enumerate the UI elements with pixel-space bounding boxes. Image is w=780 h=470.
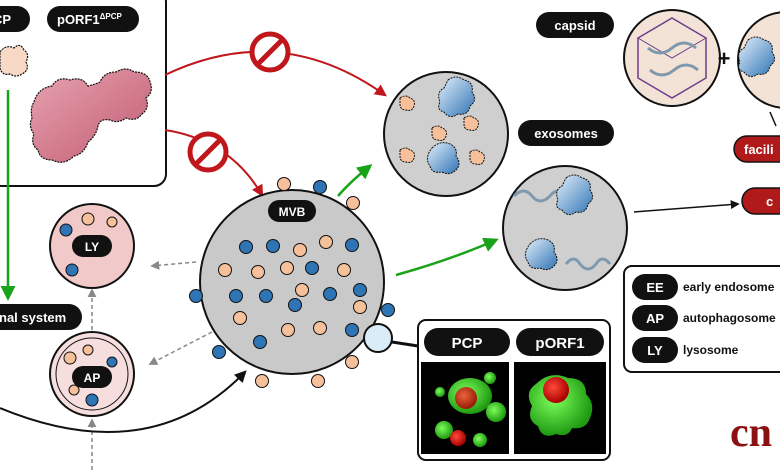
svg-text:pORF1ΔPCP: pORF1ΔPCP (57, 12, 122, 27)
exosomes-label: exosomes (534, 126, 598, 141)
legend-text-ap: autophagosome (683, 311, 776, 325)
bottom-to-mvb-arrow (0, 370, 247, 433)
ly-label: LY (85, 240, 99, 254)
capsid-icosahedron (623, 9, 721, 107)
exosomes-pill: exosomes (518, 120, 614, 146)
protein-panel: CP pORF1ΔPCP (0, 0, 167, 187)
legend-text-ly: lysosome (683, 343, 739, 357)
legend-text-ee: early endosome (683, 280, 775, 294)
micro-porf1-label: pORF1 (535, 335, 584, 352)
lysosome-organelle: LY (49, 203, 135, 289)
legend-abbr-ap: AP (646, 311, 664, 326)
blocked-icon-top (249, 31, 291, 73)
lysosomal-system-label: nal system (0, 310, 66, 325)
microscopy-inset: PCP pORF1 (417, 319, 611, 461)
capsid-label: capsid (554, 18, 595, 33)
blocked-icon-middle (187, 131, 229, 173)
micro-pcp-image (421, 362, 509, 454)
exosome-to-right-arrow (633, 200, 740, 213)
exosome-bottom (502, 165, 628, 291)
mvb-to-bottom-exosome-arrow (395, 237, 499, 277)
mvb-surface-vesicles (189, 177, 395, 388)
porf1-dpcp-protein-blob (29, 68, 152, 163)
legend-abbr-ly: LY (647, 343, 663, 358)
zoom-marker (363, 323, 393, 353)
micro-pcp-label: PCP (452, 335, 483, 352)
capsid-with-protein (737, 11, 780, 109)
ap-label: AP (84, 371, 101, 385)
journal-logo: cn (730, 410, 772, 456)
legend-item-ap: AP autophagosome (632, 305, 776, 331)
micro-pcp-pill: PCP (424, 328, 510, 356)
facilitates-pill: facili (733, 135, 780, 163)
mvb-organelle: MVB (189, 177, 395, 388)
mvb-label: MVB (279, 205, 306, 219)
porf1-dpcp-superscript: ΔPCP (100, 12, 123, 21)
mvb-to-ap-arrow (148, 331, 213, 365)
porf1-dpcp-label-pill: pORF1ΔPCP (47, 6, 139, 32)
capsid-down-arrow (769, 111, 777, 127)
plus-sign: + (718, 46, 731, 71)
porf1-dpcp-label: pORF1 (57, 12, 100, 27)
lysosomal-system-pill: nal system (0, 304, 82, 330)
micro-porf1-pill: pORF1 (516, 328, 604, 356)
facilitates-label: facili (744, 142, 774, 157)
legend-abbr-ee: EE (646, 280, 664, 295)
mvb-to-top-exosome-arrow (337, 164, 373, 197)
legend-item-ly: LY lysosome (632, 337, 739, 363)
pcp-label: CP (0, 12, 11, 27)
exosome-top (383, 71, 509, 197)
autophagosome-organelle: AP (49, 331, 135, 417)
pcp-label-pill: CP (0, 6, 30, 32)
legend-item-ee: EE early endosome (632, 274, 775, 300)
mvb-inner-vesicles (218, 235, 367, 349)
micro-porf1-image (514, 362, 606, 454)
pcp-protein-blob (0, 44, 29, 77)
capsid-pill: capsid (536, 12, 614, 38)
red-pill-2-label: c (766, 194, 773, 209)
mvb-to-ly-arrow (150, 260, 197, 270)
red-pill-2: c (741, 187, 780, 215)
legend-box: EE early endosome AP autophagosome LY ly… (623, 265, 780, 373)
zoom-connector (391, 340, 419, 348)
